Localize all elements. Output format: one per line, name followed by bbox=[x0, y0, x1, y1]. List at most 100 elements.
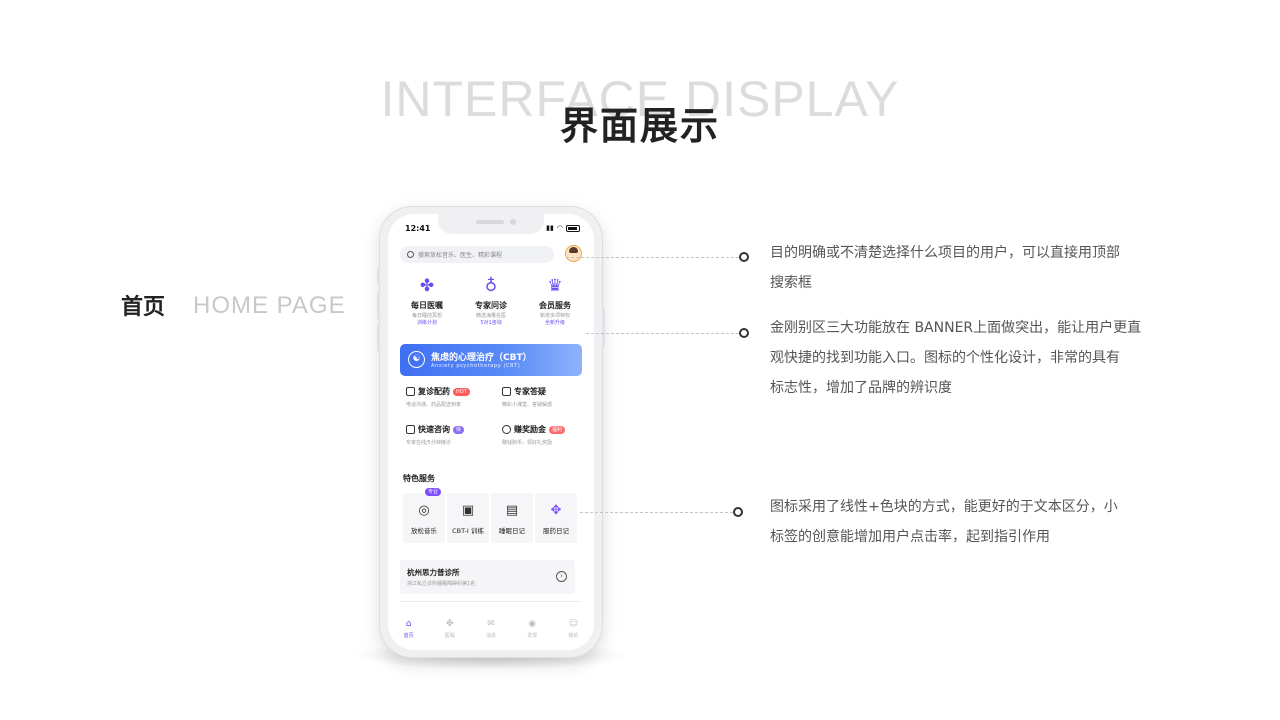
prescription-icon bbox=[406, 387, 415, 396]
kingkong-title: 专家问诊 bbox=[475, 301, 507, 310]
clinic-sub: 浙江私立诊所睡眠障碍科第1名 bbox=[407, 581, 476, 587]
pro-badge: 专业 bbox=[424, 488, 441, 496]
tab-discover[interactable]: ◉ 发现 bbox=[512, 619, 553, 645]
status-time: 12:41 bbox=[405, 224, 431, 233]
chevron-right-icon: › bbox=[556, 571, 567, 582]
service-expert-qa[interactable]: 专家答疑 精彩小课堂、答疑解惑 bbox=[502, 386, 592, 408]
service-quick-consult[interactable]: 快速咨询 快 专家在线/5分钟接诊 bbox=[406, 424, 496, 446]
section-label: 首页 bbox=[121, 295, 166, 320]
service-refill[interactable]: 复诊配药 HOT 电话沟通、药品配送到家 bbox=[406, 386, 496, 408]
battery-icon bbox=[566, 224, 580, 232]
feature-label: 服药日记 bbox=[543, 527, 569, 535]
feature-label: 放松音乐 bbox=[411, 527, 437, 535]
speaker bbox=[476, 220, 504, 224]
annotation-dot bbox=[739, 252, 749, 262]
cbt-banner[interactable]: ☯ 焦虑的心理治疗（CBT） Anxiety psychotherapy (CB… bbox=[400, 344, 582, 376]
quick-consult-icon bbox=[406, 425, 415, 434]
clinic-card[interactable]: 杭州思力普诊所 浙江私立诊所睡眠障碍科第1名 › bbox=[400, 560, 575, 594]
feature-label: CBT-I 训练 bbox=[452, 527, 484, 535]
camera bbox=[510, 219, 516, 225]
tab-messages[interactable]: ✉ 消息 bbox=[470, 619, 511, 645]
search-input[interactable]: 搜索放松音乐、医生、精彩课程 bbox=[400, 246, 554, 263]
kingkong-title: 会员服务 bbox=[539, 301, 571, 310]
annotation-text: 搜索框 bbox=[770, 275, 812, 291]
annotation-kingkong: 金刚别区三大功能放在 BANNER上面做突出，能让用户更直 观快捷的找到功能入口… bbox=[770, 313, 1141, 403]
tab-label: 我的 bbox=[568, 633, 579, 639]
kingkong-vip-service[interactable]: ♛ 会员服务 新增多项特权 全新升级 bbox=[522, 276, 588, 327]
profile-icon: ☺ bbox=[568, 619, 579, 629]
feature-label: 睡眠日记 bbox=[499, 527, 525, 535]
feature-relax-music[interactable]: 专业 ◎ 放松音乐 bbox=[403, 488, 445, 543]
annotation-text: 目的明确或不清楚选择什么项目的用户，可以直接用顶部 bbox=[770, 245, 1120, 261]
feature-sleep-diary[interactable]: ▤ 睡眠日记 bbox=[491, 493, 533, 543]
service-sub: 电话沟通、药品配送到家 bbox=[406, 402, 462, 408]
features-title: 特色服务 bbox=[403, 474, 435, 483]
volume-down-button bbox=[377, 325, 380, 351]
annotation-dot bbox=[739, 328, 749, 338]
kingkong-sub-accent: 训练计划 bbox=[416, 320, 437, 326]
kingkong-sub-accent: 全新升级 bbox=[544, 320, 565, 326]
section-label-en: HOME PAGE bbox=[193, 292, 346, 319]
volume-up-button bbox=[377, 293, 380, 319]
tv-icon: ▣ bbox=[461, 503, 475, 518]
status-icons: ▮▮ ◠ bbox=[546, 224, 580, 232]
annotation-line-search bbox=[566, 257, 739, 258]
message-icon: ✉ bbox=[487, 619, 495, 629]
kingkong-expert-consult[interactable]: ♁ 专家问诊 精选海量名医 5对1咨询 bbox=[458, 276, 524, 327]
page-title: 界面展示 bbox=[559, 104, 720, 148]
tab-advice[interactable]: ✤ 医嘱 bbox=[429, 619, 470, 645]
annotation-search: 目的明确或不清楚选择什么项目的用户，可以直接用顶部 搜索框 bbox=[770, 238, 1120, 298]
doctor-icon: ✤ bbox=[446, 619, 454, 629]
discover-icon: ◉ bbox=[528, 619, 537, 629]
tab-label: 医嘱 bbox=[444, 633, 455, 639]
annotation-text: 标签的创意能增加用户点击率，起到指引作用 bbox=[770, 529, 1050, 545]
signal-icon: ▮▮ bbox=[546, 224, 554, 232]
service-title: 快速咨询 bbox=[418, 425, 450, 434]
kingkong-sub: 每日睡前冥想 bbox=[411, 313, 442, 319]
feature-cbt-training[interactable]: ▣ CBT-I 训练 bbox=[447, 493, 489, 543]
home-icon: ⌂ bbox=[405, 619, 412, 629]
quick-badge: 快 bbox=[453, 425, 465, 434]
service-reward[interactable]: 赚奖励金 福利 赚钱购币，领好礼奖励 bbox=[502, 424, 592, 446]
service-title: 专家答疑 bbox=[514, 387, 546, 396]
divider bbox=[400, 601, 582, 602]
mute-button bbox=[377, 269, 380, 283]
tab-home[interactable]: ⌂ 首页 bbox=[388, 619, 429, 645]
service-sub: 赚钱购币，领好礼奖励 bbox=[502, 440, 553, 446]
annotation-text: 观快捷的找到功能入口。图标的个性化设计，非常的具有 bbox=[770, 350, 1120, 366]
clinic-title: 杭州思力普诊所 bbox=[407, 568, 460, 577]
kingkong-title: 每日医嘱 bbox=[411, 301, 443, 310]
medal-icon: ♁ bbox=[484, 276, 498, 296]
service-title: 赚奖励金 bbox=[514, 425, 546, 434]
hot-badge: HOT bbox=[453, 387, 470, 396]
service-title: 复诊配药 bbox=[418, 387, 450, 396]
clover-icon: ✤ bbox=[419, 276, 435, 296]
tab-label: 首页 bbox=[403, 633, 414, 639]
kingkong-sub: 精选海量名医 bbox=[475, 313, 506, 319]
annotation-text: 金刚别区三大功能放在 BANNER上面做突出，能让用户更直 bbox=[770, 320, 1142, 336]
feature-medicine-diary[interactable]: ✥ 服药日记 bbox=[535, 493, 577, 543]
kingkong-sub-accent: 5对1咨询 bbox=[480, 320, 502, 326]
tab-profile[interactable]: ☺ 我的 bbox=[553, 619, 594, 645]
tab-label: 消息 bbox=[486, 633, 497, 639]
banner-title: 焦虑的心理治疗（CBT） bbox=[431, 353, 532, 363]
video-icon bbox=[502, 387, 511, 396]
wifi-icon: ◠ bbox=[556, 224, 563, 232]
kingkong-daily-advice[interactable]: ✤ 每日医嘱 每日睡前冥想 训练计划 bbox=[394, 276, 460, 327]
annotation-line-features bbox=[580, 512, 733, 513]
welfare-badge: 福利 bbox=[549, 425, 566, 434]
service-sub: 专家在线/5分钟接诊 bbox=[406, 440, 451, 446]
vip-crown-icon: ♛ bbox=[547, 276, 563, 296]
avatar[interactable] bbox=[565, 245, 582, 262]
reward-icon bbox=[502, 425, 511, 434]
annotation-text: 图标采用了线性+色块的方式，能更好的于文本区分，小 bbox=[770, 499, 1118, 515]
annotation-features: 图标采用了线性+色块的方式，能更好的于文本区分，小 标签的创意能增加用户点击率，… bbox=[770, 492, 1118, 552]
tab-bar: ⌂ 首页 ✤ 医嘱 ✉ 消息 ◉ 发现 ☺ 我的 bbox=[388, 619, 594, 645]
notch bbox=[438, 214, 544, 234]
search-icon bbox=[407, 251, 414, 258]
banner-subtitle: Anxiety psychotherapy (CBT) bbox=[431, 363, 521, 369]
sleep-diary-icon: ▤ bbox=[505, 503, 519, 518]
annotation-dot bbox=[733, 507, 743, 517]
brain-icon: ☯ bbox=[408, 351, 425, 368]
phone-screen: 12:41 ▮▮ ◠ 搜索放松音乐、医生、精彩课程 ✤ 每日医嘱 每日睡前冥想 … bbox=[388, 214, 594, 650]
